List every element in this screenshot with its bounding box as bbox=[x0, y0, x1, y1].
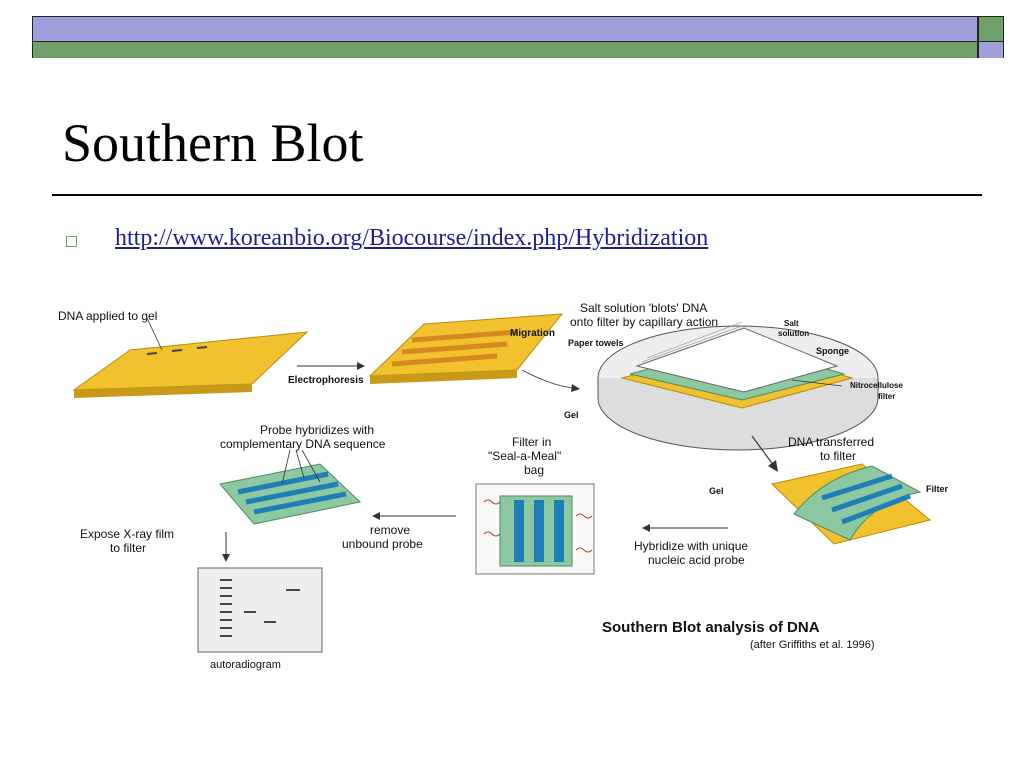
hybridized-filter bbox=[219, 449, 362, 525]
header-bar-lavender bbox=[33, 17, 977, 42]
label-transferred1: DNA transferred bbox=[788, 435, 874, 449]
label-salt-small1: Salt bbox=[784, 319, 799, 328]
label-salt-small2: solution bbox=[778, 329, 809, 338]
label-expose1: Expose X-ray film bbox=[80, 527, 174, 541]
bullet-square-icon bbox=[66, 236, 77, 247]
label-remove1: remove bbox=[370, 523, 410, 537]
label-remove2: unbound probe bbox=[342, 537, 423, 551]
label-probe2: complementary DNA sequence bbox=[220, 437, 386, 451]
label-filter-in3: bag bbox=[524, 463, 544, 477]
label-gel-1: Gel bbox=[564, 410, 579, 420]
header-bar bbox=[32, 16, 978, 58]
caption-title: Southern Blot analysis of DNA bbox=[602, 619, 820, 636]
label-hybridize1: Hybridize with unique bbox=[634, 539, 748, 553]
label-nitro1: Nitrocellulose bbox=[850, 381, 903, 390]
slide-title: Southern Blot bbox=[62, 113, 364, 173]
label-paper-towels: Paper towels bbox=[568, 338, 624, 348]
label-expose2: to filter bbox=[110, 541, 146, 555]
label-nitro2: filter bbox=[878, 392, 895, 401]
label-electrophoresis: Electrophoresis bbox=[288, 375, 364, 386]
label-filter-in2: "Seal-a-Meal" bbox=[488, 449, 561, 463]
autoradiogram-film bbox=[197, 567, 323, 653]
gel-and-filter bbox=[770, 463, 932, 545]
blot-apparatus bbox=[597, 321, 879, 451]
caption-subtitle: (after Griffiths et al. 1996) bbox=[750, 639, 875, 651]
gel-slab-1 bbox=[72, 331, 309, 398]
seal-a-meal-bag bbox=[475, 483, 595, 575]
southern-blot-figure: DNA applied to gel Electrophoresis Migra… bbox=[58, 301, 949, 671]
gel-slab-2 bbox=[368, 313, 564, 384]
corner-square-green bbox=[979, 17, 1003, 42]
header-corner-square bbox=[978, 16, 1004, 58]
label-gel-2: Gel bbox=[709, 486, 724, 496]
label-filter-in1: Filter in bbox=[512, 435, 551, 449]
label-migration: Migration bbox=[510, 328, 555, 339]
label-transferred2: to filter bbox=[820, 449, 856, 463]
label-sponge: Sponge bbox=[816, 346, 849, 356]
label-filter-2: Filter bbox=[926, 484, 949, 494]
label-probe1: Probe hybridizes with bbox=[260, 423, 374, 437]
label-hybridize2: nucleic acid probe bbox=[648, 553, 745, 567]
label-autoradiogram: autoradiogram bbox=[210, 659, 281, 671]
label-salt-line2: onto filter by capillary action bbox=[570, 315, 718, 329]
label-dna-applied: DNA applied to gel bbox=[58, 309, 157, 323]
hybridization-link[interactable]: http://www.koreanbio.org/Biocourse/index… bbox=[115, 225, 709, 251]
header-bar-green bbox=[33, 42, 977, 58]
corner-square-lavender bbox=[979, 42, 1003, 58]
label-salt-line1: Salt solution 'blots' DNA bbox=[580, 301, 707, 315]
title-divider bbox=[52, 194, 982, 196]
